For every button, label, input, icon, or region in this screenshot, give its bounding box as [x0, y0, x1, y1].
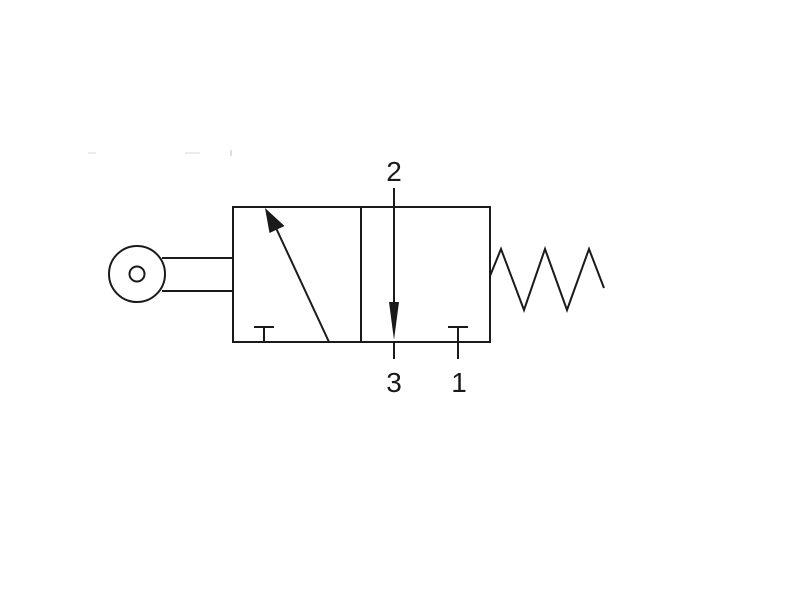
- diagonal-flow-arrow-icon: [265, 208, 330, 343]
- port-label-1: 1: [451, 367, 467, 398]
- valve-right-position: [360, 206, 491, 343]
- vertical-flow-arrow-icon: [389, 188, 399, 359]
- spring-icon: [489, 245, 605, 313]
- blocked-port-icon: [254, 326, 274, 342]
- scan-artifacts: [88, 150, 232, 156]
- blocked-port-icon: [448, 326, 468, 359]
- port-label-3: 3: [386, 367, 402, 398]
- port-label-2: 2: [386, 156, 402, 187]
- roller-lever-icon: [108, 245, 233, 303]
